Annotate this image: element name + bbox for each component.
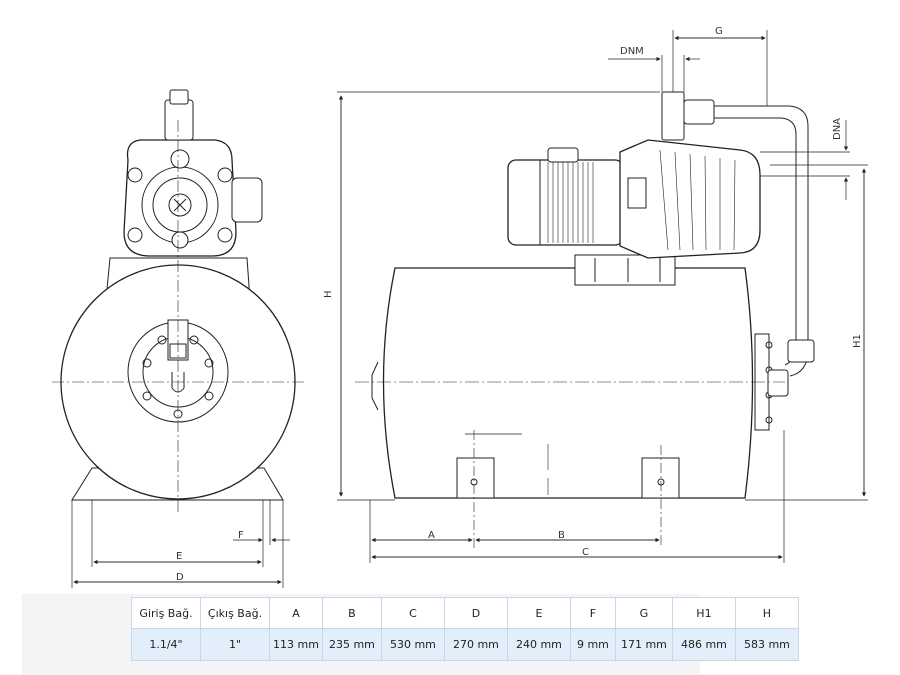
value-d: 270 mm (443, 628, 508, 661)
dim-label-c: C (582, 547, 589, 558)
value-c: 530 mm (380, 628, 445, 661)
header-outlet: Çıkış Bağ. (200, 597, 270, 629)
header-g: G (614, 597, 673, 629)
dim-label-dnm: DNM (620, 46, 644, 57)
pump-housing (619, 139, 761, 259)
value-f: 9 mm (569, 628, 616, 661)
value-b: 235 mm (321, 628, 382, 661)
motor-body (507, 159, 624, 246)
side-view (355, 91, 815, 548)
value-e: 240 mm (506, 628, 571, 661)
technical-drawing: F E D (52, 26, 868, 588)
value-a: 113 mm (269, 628, 323, 661)
header-h: H (734, 597, 799, 629)
front-dimensions (73, 537, 290, 585)
header-f: F (569, 597, 616, 629)
dim-label-g: G (715, 26, 723, 37)
tank-side-body (382, 267, 754, 499)
value-outlet: 1" (200, 628, 270, 661)
value-h1: 486 mm (671, 628, 736, 661)
dim-label-h1: H1 (852, 334, 863, 348)
dim-label-h: H (323, 290, 334, 298)
header-d: D (443, 597, 508, 629)
spec-header-row: Giriş Bağ. Çıkış Bağ. A B C D E F G H1 H (131, 597, 799, 629)
header-inlet: Giriş Bağ. (131, 597, 201, 629)
header-h1: H1 (671, 597, 736, 629)
header-a: A (269, 597, 323, 629)
header-e: E (506, 597, 571, 629)
dim-label-a: A (428, 530, 435, 541)
value-inlet: 1.1/4" (131, 628, 201, 661)
dim-label-d: D (176, 572, 184, 583)
spec-value-row: 1.1/4" 1" 113 mm 235 mm 530 mm 270 mm 24… (131, 628, 799, 661)
value-h: 583 mm (734, 628, 799, 661)
header-c: C (380, 597, 445, 629)
dim-label-b: B (558, 530, 565, 541)
dim-label-e: E (176, 551, 182, 562)
side-dimensions (337, 30, 868, 563)
dim-label-f: F (238, 530, 244, 541)
front-view (52, 89, 305, 588)
value-g: 171 mm (614, 628, 673, 661)
spec-table: Giriş Bağ. Çıkış Bağ. A B C D E F G H1 H… (131, 597, 799, 661)
dim-label-dna: DNA (832, 118, 843, 140)
header-b: B (321, 597, 382, 629)
